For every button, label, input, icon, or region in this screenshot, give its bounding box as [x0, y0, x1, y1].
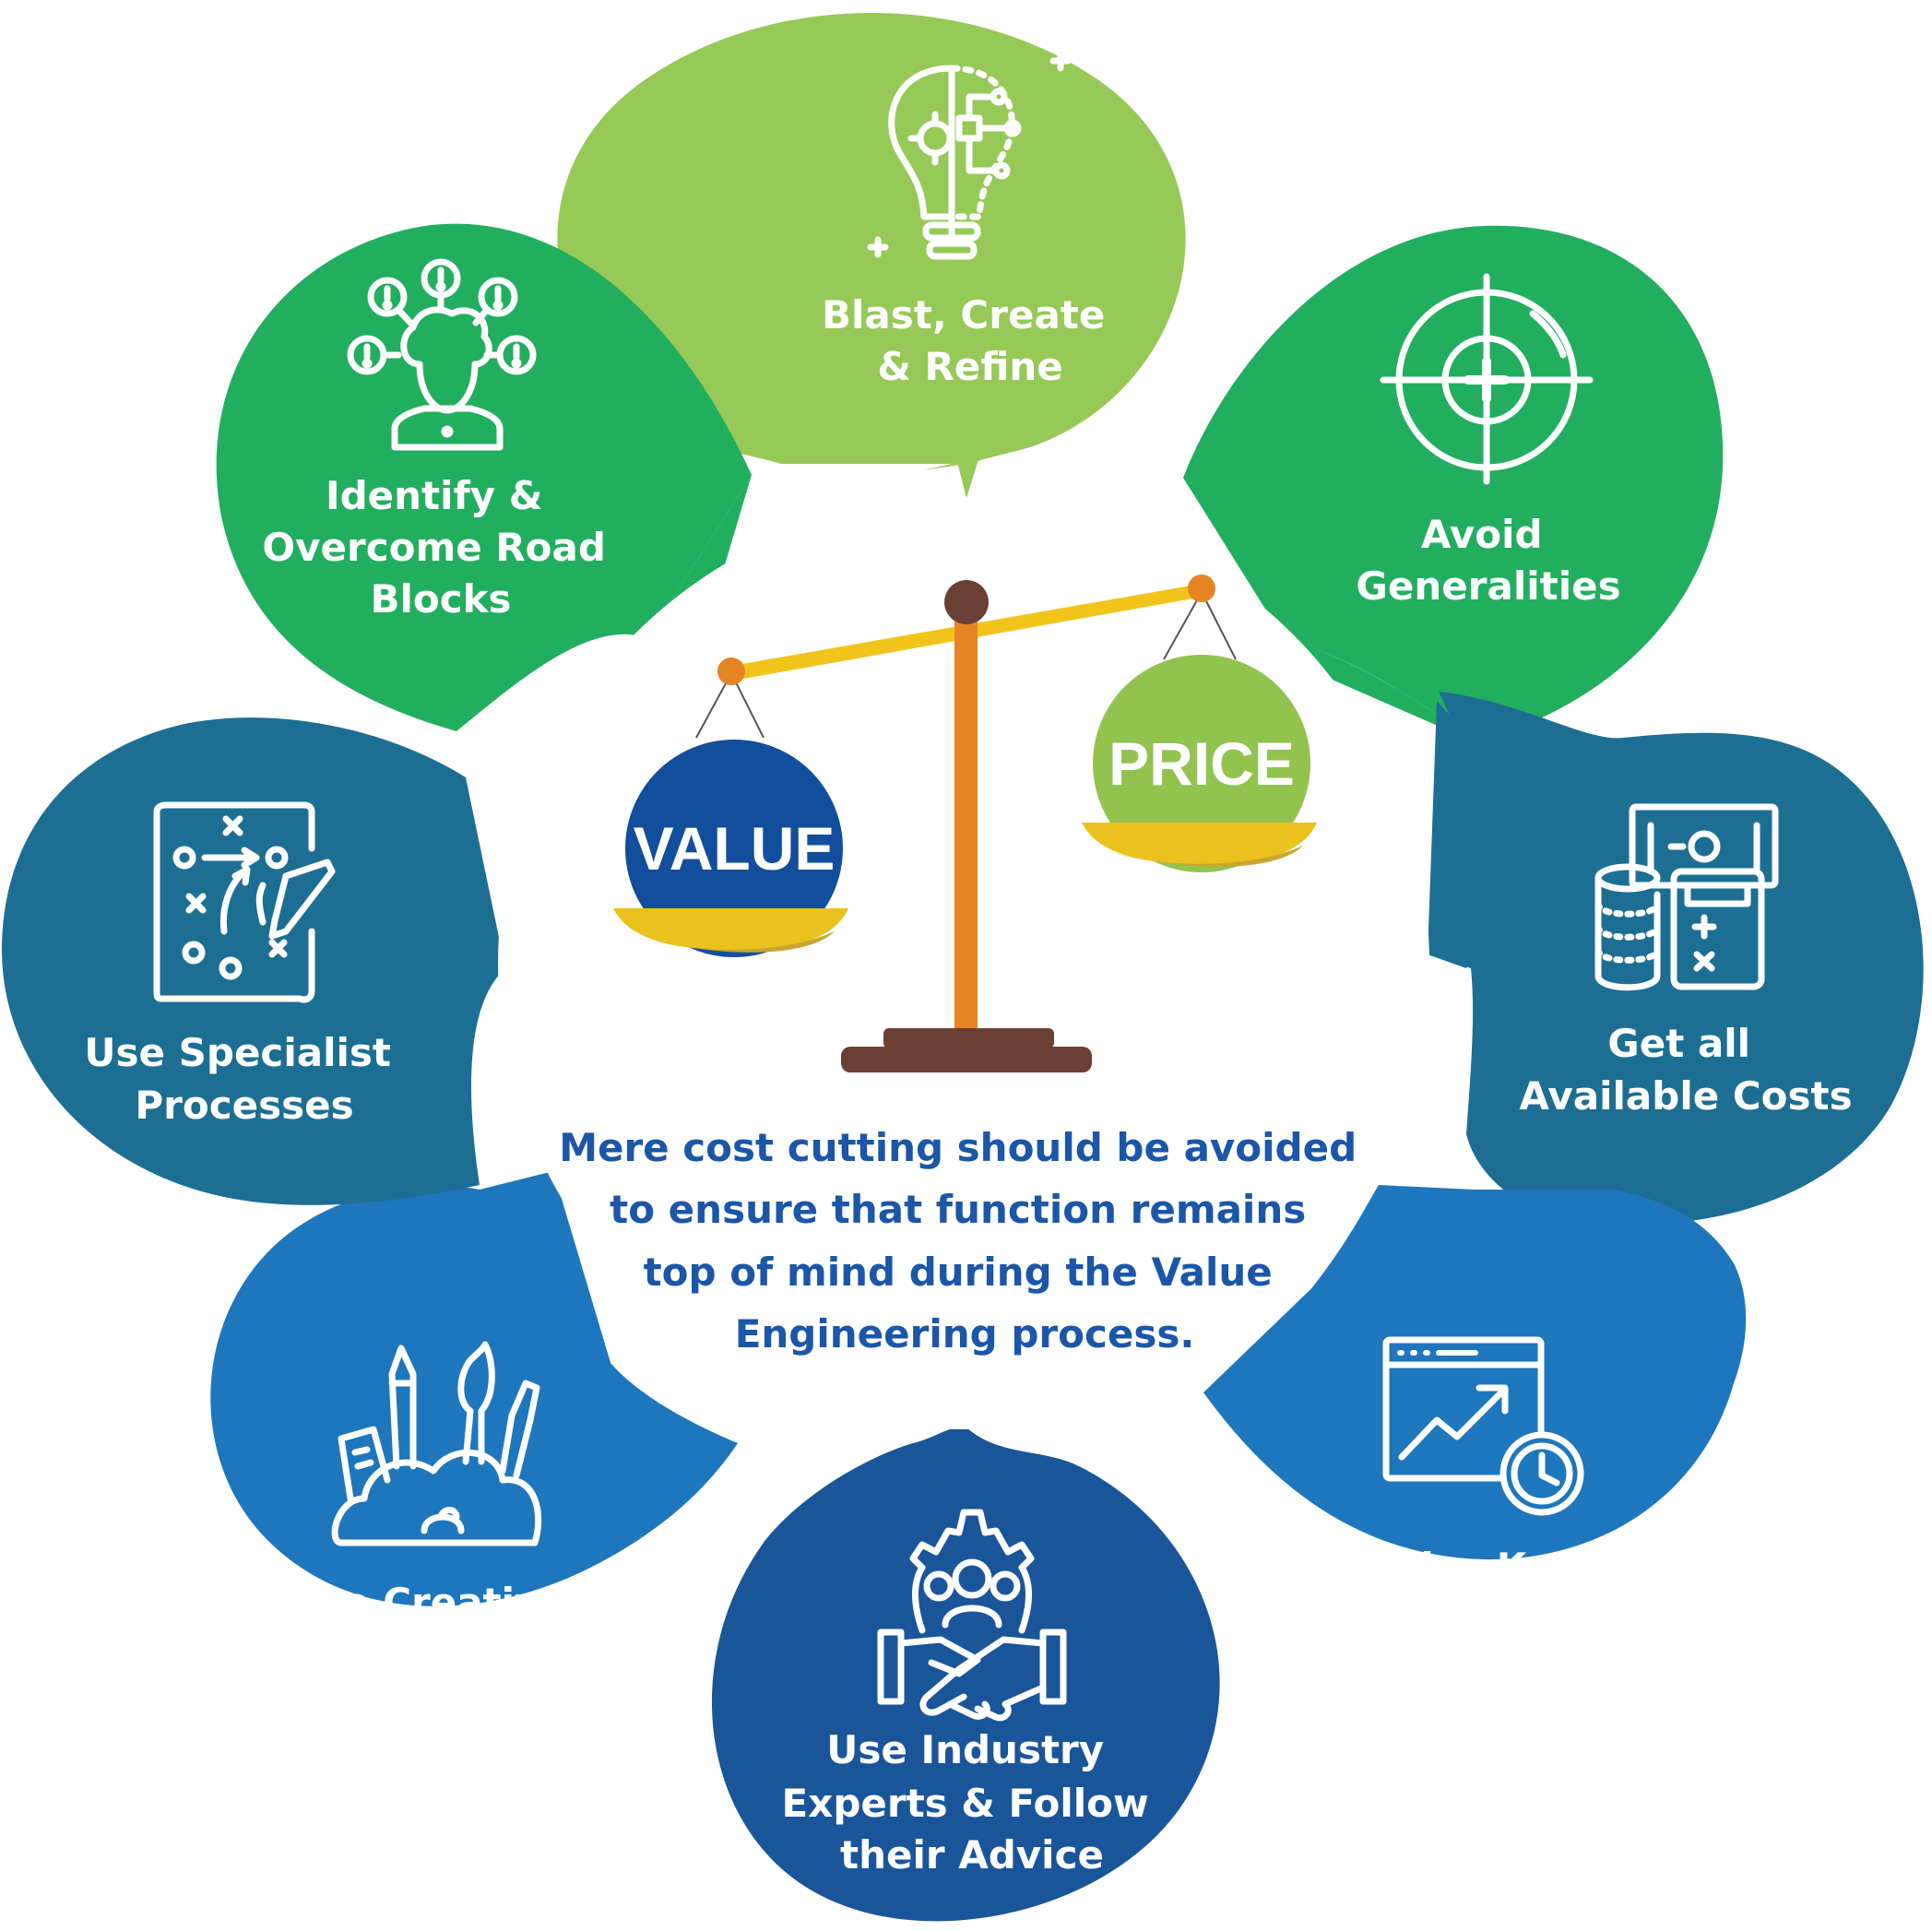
petal-identify-overcome-road-blocks: Identify & Overcome Road Blocks — [216, 223, 753, 732]
petal-shape — [711, 1425, 1220, 1922]
petal-get-all-available-costs: Get all Available Costs — [1428, 692, 1924, 1226]
price-weight — [1093, 655, 1310, 872]
petal-label-line: their Advice — [840, 1832, 1104, 1878]
petal-shape — [210, 1171, 739, 1606]
petal-label-line: Avoid — [1421, 512, 1543, 557]
value-pan — [613, 908, 848, 951]
strategy-plan-icon — [153, 801, 336, 1003]
petal-label-line: Use Industry — [826, 1727, 1104, 1772]
petal-shape — [1, 717, 505, 1205]
petal-label-line: Tolerances — [1366, 1596, 1598, 1641]
target-crosshair-icon — [1380, 273, 1594, 485]
message-line: top of mind during the Value — [644, 1250, 1273, 1295]
petal-use-industry-experts: Use Industry Experts & Follow their Advi… — [711, 1425, 1220, 1922]
petal-label: Get all Available Costs — [1519, 1021, 1852, 1119]
scale-post — [954, 609, 978, 1033]
lightbulb-circuit-icon — [867, 50, 1072, 260]
petal-label-line: Blocks — [370, 576, 511, 622]
message-line: to ensure that function remains — [610, 1187, 1306, 1232]
petal-label-line: & Refine — [877, 344, 1063, 389]
petal-label-line: Experts & Follow — [782, 1781, 1149, 1826]
price-label: PRICE — [1108, 729, 1295, 798]
petal-label-line: Overcome Road — [262, 525, 606, 570]
petal-label-line: Generalities — [1356, 563, 1620, 609]
petal-blast-create-refine: Blast, Create & Refine — [557, 13, 1186, 498]
person-alerts-icon — [347, 258, 537, 451]
scale-base-bottom — [841, 1047, 1092, 1072]
petal-label: Be Creative — [314, 1580, 566, 1625]
petal-shape — [557, 13, 1186, 464]
petal-label: Avoid Generalities — [1356, 512, 1620, 609]
value-label: VALUE — [634, 814, 836, 883]
petal-label-line: Identify & — [326, 473, 542, 518]
price-pan — [1082, 823, 1317, 865]
petal-price-key-tolerances: Price Key Tolerances — [1203, 1185, 1747, 1641]
money-coins-calculator-icon — [1594, 803, 1779, 991]
petal-label-line: Be Creative — [314, 1580, 566, 1625]
petal-shape — [1183, 225, 1724, 742]
petal-label-line: Get all — [1607, 1021, 1750, 1066]
petal-label: Use Industry Experts & Follow their Advi… — [782, 1727, 1163, 1878]
petal-be-creative: Be Creative — [210, 1171, 739, 1625]
scale-pivot — [944, 580, 989, 624]
handshake-team-gear-icon — [877, 1509, 1067, 1722]
balance-scale-icon: VALUE PRICE — [613, 575, 1317, 1072]
message-line: Mere cost cutting should be avoided — [559, 1125, 1357, 1170]
petal-label-line: Use Specialist — [84, 1030, 391, 1075]
petal-label-line: Processes — [135, 1083, 353, 1128]
scale-base-top — [883, 1028, 1054, 1048]
petal-label: Use Specialist Processes — [84, 1030, 404, 1128]
petal-avoid-generalities: Avoid Generalities — [1183, 225, 1724, 742]
petal-use-specialist-processes: Use Specialist Processes — [1, 717, 505, 1205]
petal-label: Identify & Overcome Road Blocks — [262, 473, 619, 622]
petal-label-line: Blast, Create — [822, 292, 1105, 338]
growth-chart-clock-icon — [1382, 1336, 1584, 1516]
value-weight — [625, 740, 843, 957]
message-line: Engineering process. — [735, 1311, 1195, 1356]
petal-label-line: Price Key — [1373, 1545, 1578, 1590]
petal-label: Price Key Tolerances — [1366, 1545, 1598, 1641]
creative-tools-icon — [331, 1341, 542, 1546]
petal-label: Blast, Create & Refine — [822, 292, 1119, 389]
petal-label-line: Available Costs — [1519, 1073, 1852, 1119]
center-message: Mere cost cutting should be avoided to e… — [559, 1125, 1370, 1356]
